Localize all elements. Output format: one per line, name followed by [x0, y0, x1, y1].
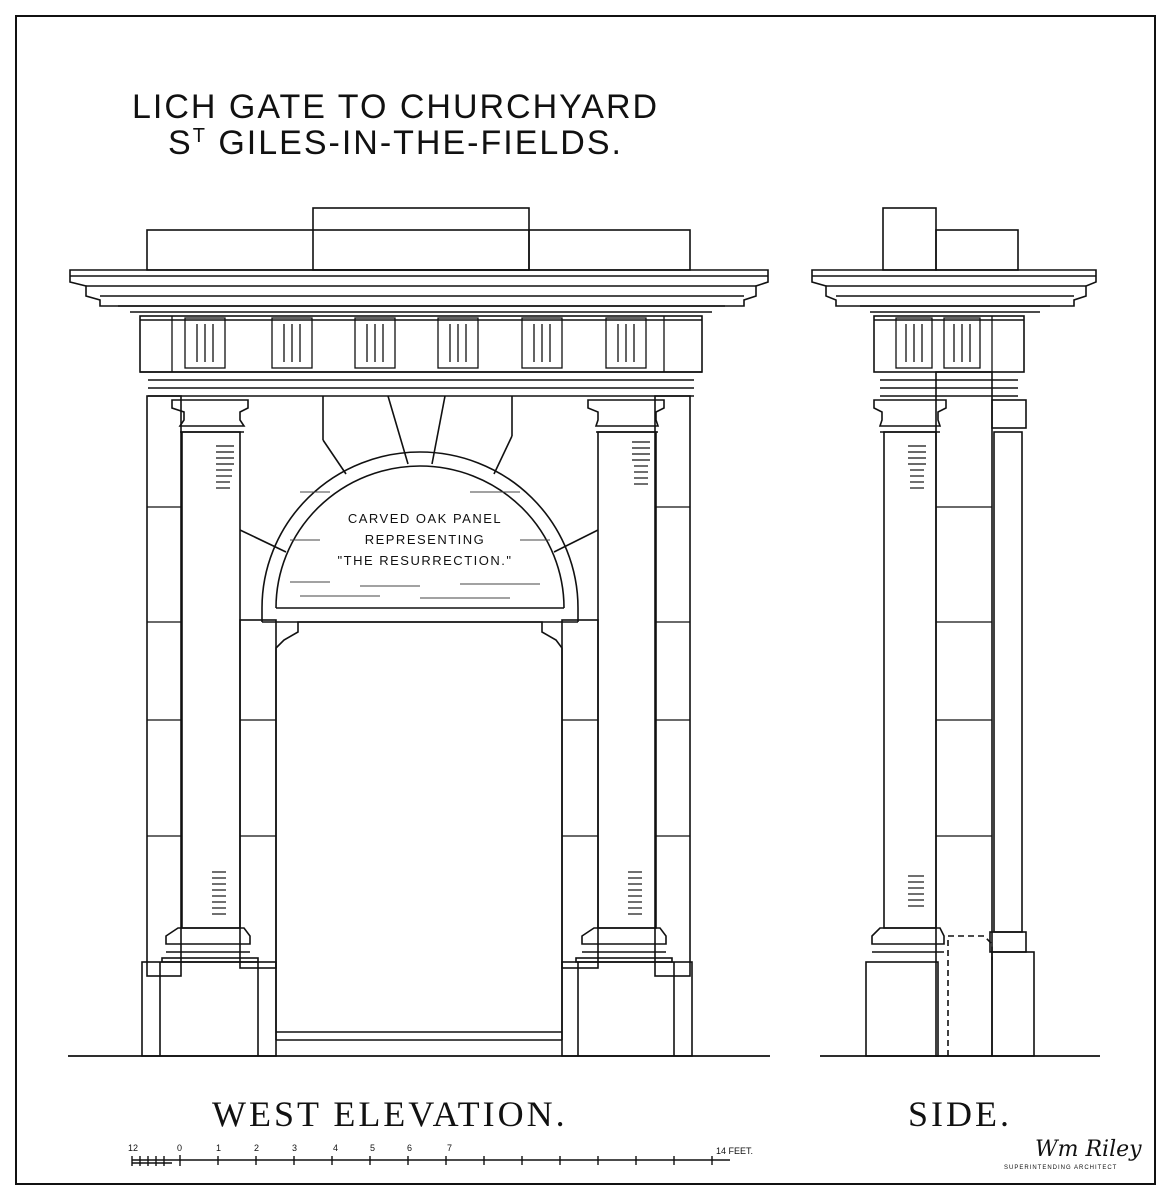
- scale-label-12: 12: [128, 1143, 139, 1153]
- scale-label-5: 5: [370, 1143, 376, 1153]
- scale-label-0: 0: [177, 1143, 183, 1153]
- caption-west-elevation: WEST ELEVATION.: [212, 1094, 568, 1134]
- drawing-title: LICH GATE TO CHURCHYARD: [132, 88, 660, 126]
- panel-line-3: "THE RESURRECTION.": [337, 553, 513, 568]
- subtitle-prefix: S: [168, 124, 193, 162]
- architect-title: SUPERINTENDING ARCHITECT: [1004, 1165, 1118, 1171]
- subtitle-superscript: T: [192, 125, 207, 147]
- scale-label-2: 2: [254, 1143, 260, 1153]
- subtitle-rest: GILES-IN-THE-FIELDS.: [206, 124, 623, 162]
- scale-label-7: 7: [447, 1143, 453, 1153]
- scale-bar: [131, 1155, 730, 1166]
- panel-line-1: CARVED OAK PANEL: [347, 511, 503, 526]
- scale-label-4: 4: [333, 1143, 339, 1153]
- scale-label-3: 3: [292, 1143, 298, 1153]
- panel-line-2: REPRESENTING: [364, 532, 486, 547]
- west-elevation: [68, 207, 770, 1057]
- drawing-border: [15, 15, 1156, 1185]
- scale-label-6: 6: [407, 1143, 413, 1153]
- scale-end-label: 14 FEET.: [716, 1146, 754, 1156]
- panel-inscription: CARVED OAK PANEL REPRESENTING "THE RESUR…: [300, 508, 550, 571]
- architect-signature: Wm Riley: [1035, 1137, 1142, 1162]
- side-elevation: [811, 207, 1100, 1057]
- caption-side: SIDE.: [908, 1094, 1012, 1134]
- scale-label-1: 1: [216, 1143, 222, 1153]
- drawing-subtitle: ST GILES-IN-THE-FIELDS.: [168, 124, 623, 163]
